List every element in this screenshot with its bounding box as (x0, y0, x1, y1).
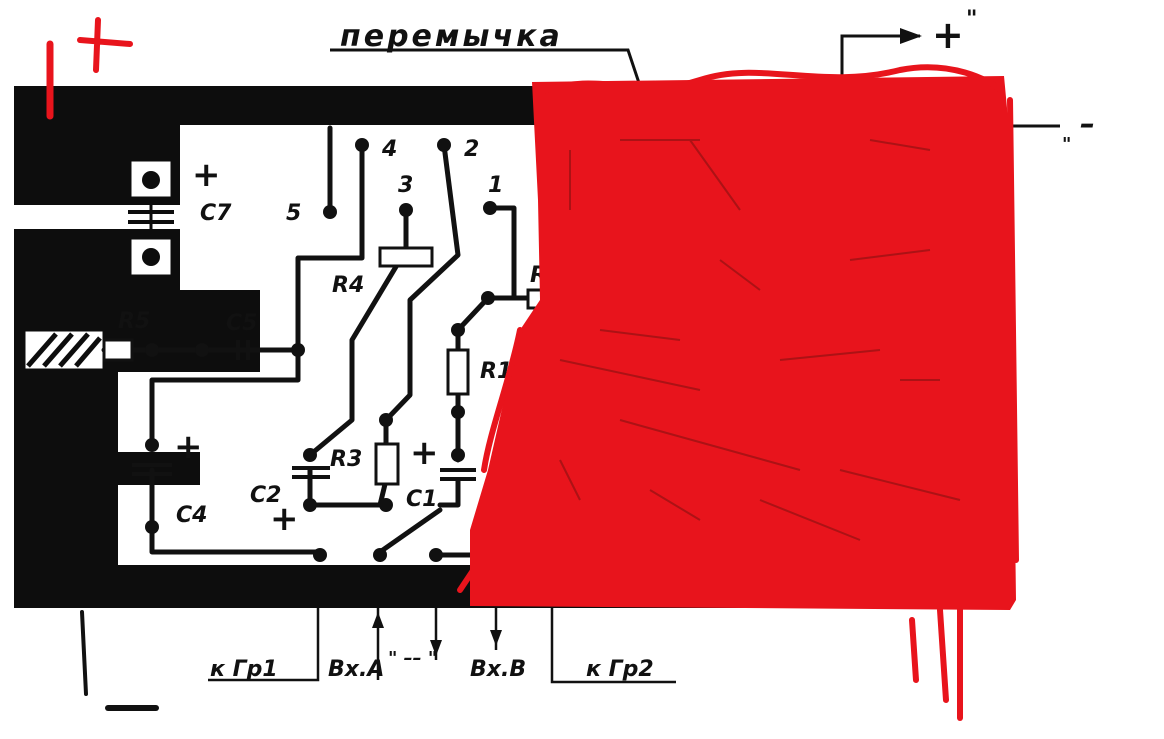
pin-number-5: 5 (286, 201, 301, 226)
pin-number-1: 1 (488, 173, 503, 198)
c7-pad-top-hole (142, 171, 160, 189)
input-pad-hatch (26, 332, 102, 368)
pin-number-4: 4 (381, 137, 397, 162)
polarity-c1: + (410, 433, 439, 473)
label-c7: C7 (200, 201, 232, 226)
r3-body (374, 442, 400, 486)
r5-body (102, 338, 134, 362)
top-terminal-plus: + (932, 13, 964, 57)
label-c1: C1 (406, 487, 437, 512)
top-terminal-arrow (900, 28, 922, 44)
label-r5: R5 (118, 309, 150, 334)
polarity-c4: + (174, 427, 203, 467)
jumper-leader (330, 48, 642, 87)
side-terminal-minus: – (1080, 107, 1095, 142)
pin-number-2: 2 (464, 137, 479, 162)
label-quote-mid: " –– " (388, 648, 437, 669)
bottom-arrows (372, 612, 502, 656)
label-k-gr2: к Гр2 (586, 657, 654, 682)
pcb-pads (145, 138, 497, 562)
pin-number-3: 3 (398, 173, 413, 198)
handwritten-minus-lead (80, 610, 88, 696)
label-c5: C5 (226, 311, 257, 336)
r4-body (378, 246, 434, 268)
top-terminal-quote: " (966, 7, 977, 32)
label-vx-b: Вх.В (470, 657, 526, 682)
polarity-c2: + (270, 499, 299, 539)
side-terminal-quote: " (1062, 134, 1071, 155)
top-terminal-lead (840, 34, 920, 86)
label-r4: R4 (332, 273, 364, 298)
r1-body (446, 348, 470, 396)
label-c2: C2 (250, 483, 281, 508)
label-vx-a: Вх.А (328, 657, 384, 682)
red-scribble-overlay (457, 64, 1019, 721)
c7-pad-bottom-hole (142, 248, 160, 266)
header-label: перемычка (340, 19, 563, 54)
pcb-left-strip (14, 205, 262, 229)
polarity-c7: + (192, 155, 221, 195)
label-r3: R3 (330, 447, 362, 472)
label-c4: C4 (176, 503, 207, 528)
pcb-copper-free-area (118, 125, 540, 565)
capacitor-plates (132, 340, 476, 481)
label-k-gr1: к Гр1 (210, 657, 278, 682)
handwritten-plus (46, 17, 133, 120)
